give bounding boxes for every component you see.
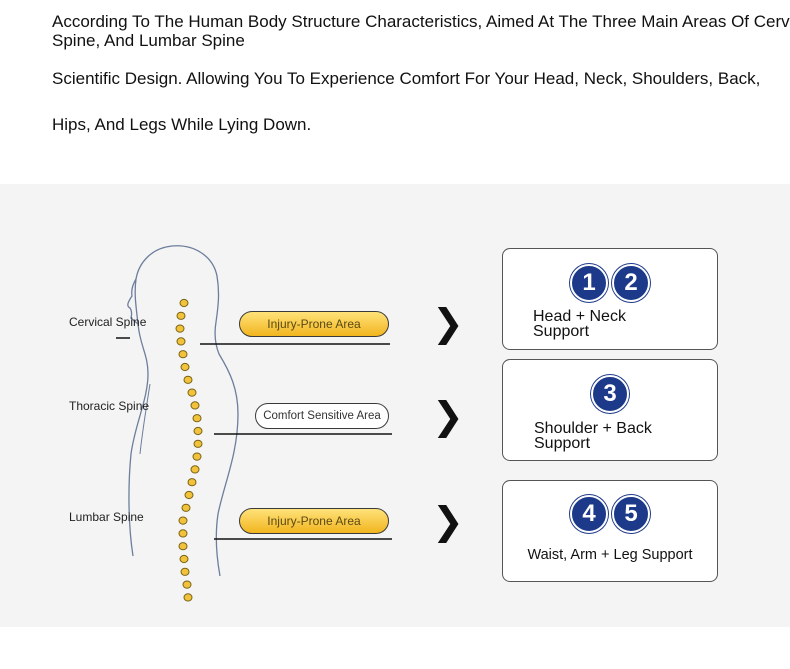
card-label-line2: Support bbox=[534, 435, 591, 452]
vertebra bbox=[183, 375, 193, 384]
vertebra bbox=[179, 554, 189, 564]
number-badge: 1 bbox=[570, 264, 608, 302]
lumbar-spine-label: Lumbar Spine bbox=[69, 510, 144, 524]
body-outline-arm bbox=[139, 383, 151, 455]
vertebra bbox=[184, 490, 194, 500]
vertebra bbox=[190, 465, 200, 474]
thoracic-spine-label: Thoracic Spine bbox=[69, 399, 150, 413]
waist-arm-leg-support-card: 4 5 Waist, Arm + Leg Support bbox=[502, 480, 718, 582]
vertebra bbox=[180, 567, 190, 576]
vertebra bbox=[178, 542, 188, 551]
cervical-area-badge: Injury-Prone Area bbox=[239, 311, 389, 337]
head-neck-support-card: 1 2 Head + Neck Support bbox=[502, 248, 718, 350]
intro-line-4: Hips, And Legs While Lying Down. bbox=[52, 115, 312, 134]
body-silhouette-illustration bbox=[116, 245, 392, 602]
card-label-line2: Support bbox=[533, 323, 590, 340]
number-badge: 3 bbox=[591, 375, 629, 413]
vertebra bbox=[183, 593, 193, 602]
chevron-right-icon: ❯ bbox=[432, 301, 464, 345]
thoracic-area-text: Comfort Sensitive Area bbox=[263, 410, 381, 422]
vertebra bbox=[182, 580, 192, 589]
chevron-right-icon: ❯ bbox=[432, 499, 464, 543]
number-badge: 2 bbox=[612, 264, 650, 302]
vertebra bbox=[187, 388, 197, 397]
vertebra bbox=[176, 311, 186, 320]
spine-vertebrae bbox=[175, 298, 203, 602]
vertebra bbox=[187, 478, 197, 487]
cervical-area-text: Injury-Prone Area bbox=[267, 317, 361, 331]
vertebra bbox=[178, 529, 188, 538]
card-label-line1: Waist, Arm + Leg Support bbox=[527, 547, 693, 563]
number-badge: 5 bbox=[612, 495, 650, 533]
vertebra bbox=[179, 298, 189, 308]
vertebra bbox=[175, 324, 185, 333]
intro-line-2: Spine, And Lumbar Spine bbox=[52, 31, 245, 50]
intro-line-3: Scientific Design. Allowing You To Exper… bbox=[52, 69, 761, 88]
vertebra bbox=[193, 426, 203, 436]
vertebra bbox=[190, 401, 200, 410]
vertebra bbox=[181, 503, 191, 512]
vertebra bbox=[178, 516, 188, 525]
thoracic-area-badge: Comfort Sensitive Area bbox=[255, 403, 389, 429]
spine-support-diagram: Cervical Spine Thoracic Spine Lumbar Spi… bbox=[0, 184, 790, 627]
number-badge: 4 bbox=[570, 495, 608, 533]
card-label-line1: Head + Neck bbox=[533, 308, 626, 325]
vertebra bbox=[192, 452, 202, 461]
lumbar-area-badge: Injury-Prone Area bbox=[239, 508, 389, 534]
body-outline-face bbox=[127, 278, 139, 325]
vertebra bbox=[192, 414, 202, 423]
shoulder-back-support-card: 3 Shoulder + Back Support bbox=[502, 359, 718, 461]
vertebra bbox=[176, 337, 186, 346]
body-outline-back bbox=[128, 245, 239, 577]
lumbar-area-text: Injury-Prone Area bbox=[267, 514, 361, 528]
vertebra bbox=[178, 350, 188, 359]
vertebra bbox=[180, 362, 190, 372]
cervical-spine-label: Cervical Spine bbox=[69, 315, 147, 329]
vertebra bbox=[193, 439, 203, 448]
chevron-right-icon: ❯ bbox=[432, 394, 464, 438]
intro-line-1: According To The Human Body Structure Ch… bbox=[52, 12, 790, 31]
card-label-line1: Shoulder + Back bbox=[534, 420, 652, 437]
